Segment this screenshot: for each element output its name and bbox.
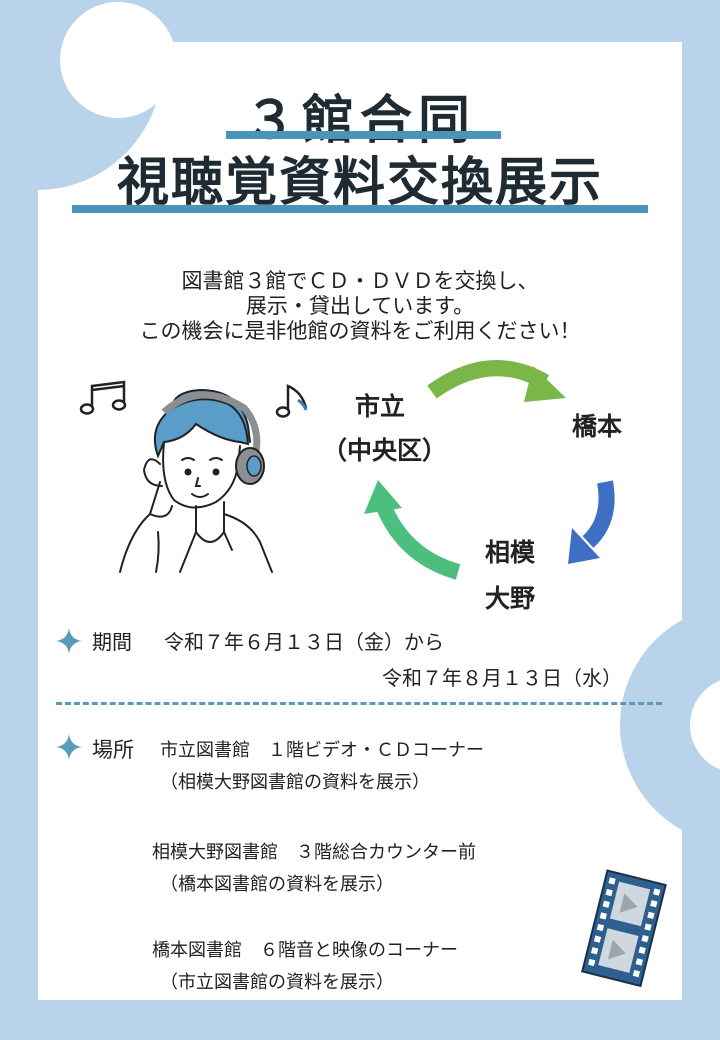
section-divider — [56, 702, 662, 705]
period-label: 期間 — [92, 630, 132, 654]
title-underline-1 — [226, 131, 501, 139]
music-notes-icon — [79, 380, 127, 415]
intro-line-2: 展示・貸出しています。 — [245, 294, 475, 318]
place-label: 場所 — [92, 738, 134, 762]
page-title-line2: 視聴覚資料交換展示 — [116, 153, 603, 213]
place-note-1: （相模大野図書館の資料を展示） — [160, 772, 430, 793]
music-note-icon — [275, 384, 308, 418]
cycle-node-ono: 大野 — [485, 584, 536, 613]
sparkle-icon — [56, 628, 82, 654]
place-location-1: 市立図書館 １階ビデオ・ＣＤコーナー — [160, 740, 484, 761]
cycle-node-shiritsu: 市立 — [355, 392, 406, 421]
sparkle-icon — [56, 734, 82, 760]
period-to: 令和７年８月１３日（水） — [382, 666, 622, 690]
headphones-person-illustration — [119, 388, 273, 573]
exchange-cycle-arrows — [364, 360, 615, 580]
place-location-2: 相模大野図書館 ３階総合カウンター前 — [152, 842, 476, 863]
intro-line-1: 図書館３館でＣＤ・ＤＶＤを交換し、 — [181, 269, 539, 293]
decorative-circle-right — [620, 606, 720, 844]
page-title-line1: ３館合同 — [243, 91, 476, 151]
title-underline-2 — [72, 205, 648, 213]
period-from: 令和７年６月１３日（金）から — [164, 630, 444, 654]
intro-line-3: この機会に是非他館の資料をご利用ください！ — [139, 319, 581, 343]
cycle-node-sagami: 相模 — [485, 538, 536, 567]
place-location-3: 橋本図書館 ６階音と映像のコーナー — [152, 940, 458, 961]
decorative-circle-top-left-overlay — [38, 2, 176, 190]
place-note-2: （橋本図書館の資料を展示） — [160, 874, 394, 895]
cycle-node-chuo-ku: （中央区） — [322, 436, 448, 465]
cycle-node-hashimoto: 橋本 — [572, 412, 623, 441]
content-panel — [38, 42, 682, 1000]
film-strip-icon — [581, 869, 667, 988]
place-note-3: （市立図書館の資料を展示） — [160, 972, 394, 993]
